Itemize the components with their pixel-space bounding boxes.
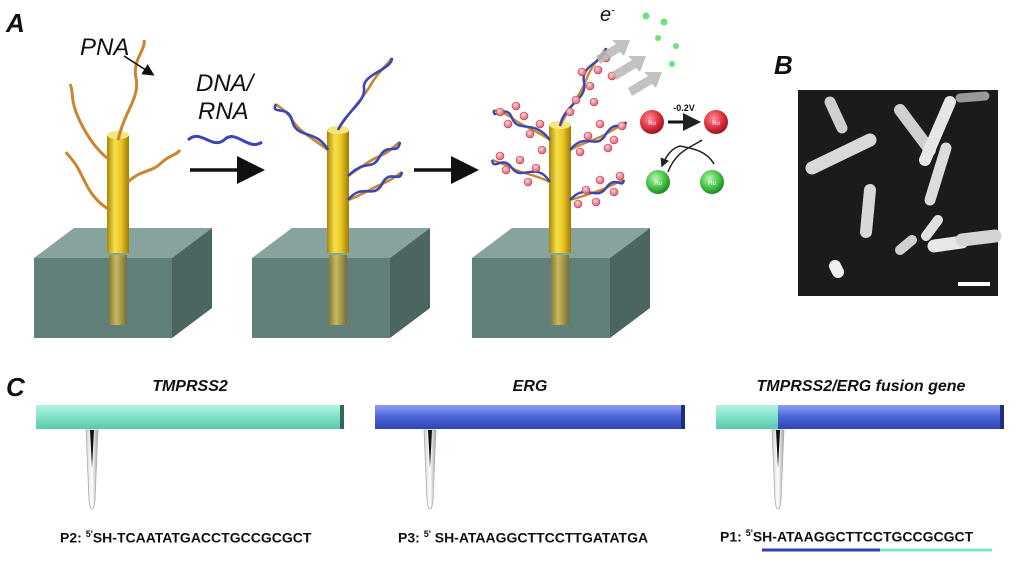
gene-title-tmprss2: TMPRSS2 <box>152 378 228 395</box>
electron-label: e- <box>600 4 615 27</box>
ru-label-3: Ru <box>654 181 662 187</box>
probe-sequence-p1: P1: 5'SH-ATAAGGCTTCCTGCCGCGCT <box>720 528 973 545</box>
ru-label-4: Ru <box>708 181 716 187</box>
ru-label-1: Ru <box>648 121 656 127</box>
pna-strands <box>64 39 182 212</box>
prime-p1: 5' <box>745 528 753 538</box>
panel-label-b: B <box>774 50 793 80</box>
seq-p3: SH-ATAAGGCTTCCTTGATATGA <box>430 529 649 546</box>
gene-title-erg: ERG <box>512 378 548 395</box>
substrate-block-1 <box>34 228 212 338</box>
prime-p2: 5' <box>85 529 93 539</box>
probe-id-p3: P3: <box>398 529 420 546</box>
ru-label-2: Ru <box>712 121 720 127</box>
scale-bar <box>958 282 990 286</box>
ruthenium-dots <box>495 53 627 209</box>
nanowire-1 <box>107 131 129 325</box>
target-strand-icon <box>186 134 263 146</box>
probe-id-p2: P2: <box>60 529 82 546</box>
panel-label-a: A <box>6 8 25 38</box>
pna-pointer <box>123 55 155 76</box>
gene-bar-tmprss2 <box>36 405 344 429</box>
seq-p1: SH-ATAAGGCTTCCTGCCGCGCT <box>752 528 974 545</box>
potential-label: -0.2V <box>673 103 695 113</box>
nanowire-2 <box>327 126 349 325</box>
hybridized-strands-2 <box>273 57 404 202</box>
electron-particles <box>642 12 679 67</box>
prime-p3: 5' <box>423 529 431 539</box>
probe-needle-3 <box>771 429 785 510</box>
pna-label: PNA <box>80 34 130 61</box>
electron-charge: - <box>611 4 615 17</box>
electron-symbol: e <box>600 4 612 26</box>
target-label-line1: DNA/ <box>196 70 254 97</box>
probe-sequence-p3: P3: 5' SH-ATAAGGCTTCCTTGATATGA <box>398 529 648 546</box>
electron-flow-arrows <box>596 40 662 96</box>
probe-needle-2 <box>423 429 437 510</box>
redox-cycle <box>640 110 728 194</box>
gene-bar-erg <box>375 405 685 429</box>
seq-p2: SH-TCAATATGACCTGCCGCGCT <box>92 529 312 546</box>
probe-needle-1 <box>85 429 99 510</box>
target-label-line2: RNA <box>198 98 249 125</box>
gene-bar-fusion <box>716 405 1004 429</box>
panel-label-c: C <box>6 372 25 402</box>
probe-id-p1: P1: <box>720 528 742 545</box>
gene-title-fusion: TMPRSS2/ERG fusion gene <box>756 378 966 395</box>
probe-sequence-p2: P2: 5'SH-TCAATATGACCTGCCGCGCT <box>60 529 311 546</box>
sem-micrograph <box>798 90 1002 296</box>
nanowire-3 <box>549 121 571 325</box>
